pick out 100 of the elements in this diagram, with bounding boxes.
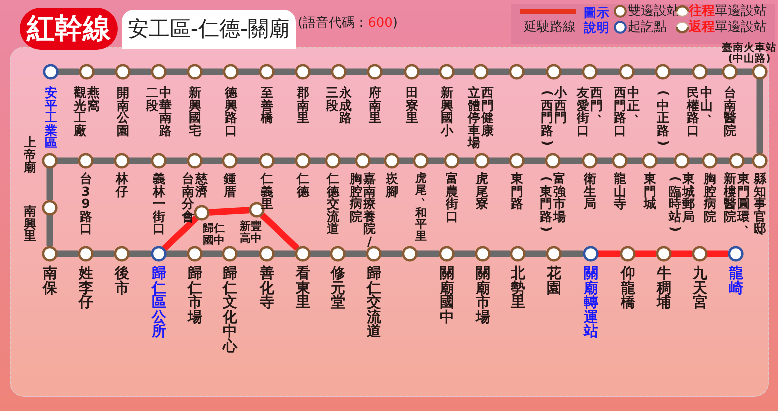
stop-circle [612, 153, 628, 169]
stop-circle [546, 64, 562, 80]
route-line [658, 158, 674, 164]
stop-name: 牛稠埔 [656, 267, 672, 310]
route-line [744, 158, 752, 164]
stop-name: 九天宮 [692, 267, 708, 310]
stop-name: 永成路三段 [326, 87, 352, 124]
stop-name: 小西門(西門路) [540, 87, 568, 148]
stop-circle [439, 64, 455, 80]
stop-name: 關廟國中 [439, 267, 455, 325]
route-line [370, 158, 384, 164]
stop-circle [655, 64, 671, 80]
stop-circle [151, 64, 167, 80]
stop-circle [114, 246, 130, 262]
route-line [166, 158, 188, 164]
route-line [209, 207, 250, 216]
stop-name: 台39路口 [79, 173, 93, 236]
legend-text: 延駛路線 [524, 20, 576, 35]
route-line [94, 158, 114, 164]
stop-circle [115, 64, 131, 80]
stop-circle [474, 153, 490, 169]
stop-name: 歸仁文化中心 [222, 267, 238, 354]
stop-circle [42, 153, 58, 169]
route-line [130, 68, 152, 76]
stop-circle [355, 153, 371, 169]
stop-circle [325, 153, 341, 169]
stop-circle [475, 246, 491, 262]
stop-name: 後市 [114, 267, 130, 296]
route-line [454, 68, 474, 76]
route-line [708, 250, 728, 258]
route-line [690, 158, 702, 164]
stop-circle [114, 153, 130, 169]
stop-name: 慈濟台南分會 [182, 173, 208, 223]
stop-circle [366, 246, 382, 262]
stop-name: 仁德 [296, 173, 310, 198]
route-line [130, 158, 152, 164]
stop-name: 中華南路二段 [146, 87, 172, 137]
stop-circle [619, 64, 635, 80]
route-line [598, 68, 620, 76]
route-line [420, 68, 440, 76]
route-line [94, 68, 116, 76]
route-line [636, 250, 656, 258]
route-line [260, 212, 300, 252]
route-line [524, 68, 546, 76]
stop-name: 關廟轉運站 [583, 267, 599, 340]
stop-circle [413, 153, 429, 169]
stop-name: 看東里 [295, 267, 311, 310]
route-line [524, 158, 546, 164]
stop-name: 新興國小 [440, 87, 454, 137]
stop-circle [752, 153, 768, 169]
stop-circle [78, 246, 94, 262]
stop-circle [620, 246, 636, 262]
stop-name: 崁腳 [385, 173, 399, 198]
route-tab: 安工區-仁德-關廟 [122, 10, 296, 49]
route-line [58, 158, 78, 164]
stop-name: 燕窩觀光工廠 [74, 87, 100, 137]
route-line [460, 158, 474, 164]
route-line [490, 158, 510, 164]
stop-circle [151, 153, 167, 169]
route-line [310, 68, 332, 76]
stop-circle [151, 246, 167, 262]
route-line [202, 158, 222, 164]
stop-circle [187, 153, 203, 169]
stop-circle [295, 64, 311, 80]
stop-name: 東城郵局(臨時站) [668, 173, 696, 234]
route-line [382, 68, 404, 76]
route-line [274, 68, 296, 76]
stop-circle [509, 153, 525, 169]
stop-circle [331, 64, 347, 80]
stop-name: 開南公園 [116, 87, 130, 137]
stop-circle [330, 246, 346, 262]
stop-name: 龍崎 [728, 267, 744, 296]
stop-circle [722, 64, 738, 80]
stop-circle [729, 153, 745, 169]
route-line [400, 158, 414, 164]
stop-name: 歸仁市場 [187, 267, 203, 325]
stop-circle [259, 153, 275, 169]
route-line [202, 68, 224, 76]
route-line [560, 158, 582, 164]
stop-name: 富農街口 [445, 173, 459, 223]
route-line [166, 250, 188, 258]
route-line [628, 158, 642, 164]
stop-name: 至善橋 [260, 87, 274, 124]
stop-name: 善化寺 [259, 267, 275, 310]
stop-circle [259, 64, 275, 80]
stop-circle [295, 153, 311, 169]
route-line [562, 250, 584, 258]
route-line [718, 158, 730, 164]
stop-circle [702, 153, 718, 169]
route-line [130, 250, 152, 258]
stop-name: 富強市場(東門路) [540, 173, 566, 234]
stop-circle [367, 64, 383, 80]
route-line [238, 158, 260, 164]
stop-circle [583, 246, 599, 262]
stop-circle [656, 246, 672, 262]
stop-name: 新豐高中 [240, 221, 262, 244]
stop-circle [642, 153, 658, 169]
legend-heading: 圖示說明 [584, 5, 610, 35]
stop-circle [222, 153, 238, 169]
route-line [346, 250, 366, 258]
